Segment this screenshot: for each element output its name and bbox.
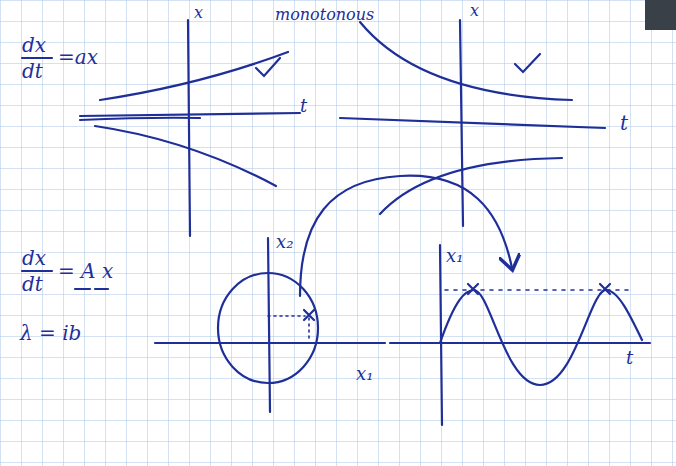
axis-label: t — [300, 96, 307, 116]
axis-label: t — [620, 112, 628, 134]
axis-label: x — [470, 2, 479, 20]
webcam-thumb — [645, 0, 676, 30]
equation-text: = A x — [58, 260, 113, 282]
equation-text: dx — [22, 247, 46, 269]
equation-text: =ax — [58, 46, 98, 68]
axis-label: x₂ — [276, 232, 293, 252]
equation-text: dt — [22, 60, 43, 82]
axis-label: t — [626, 348, 633, 368]
axis-label: x₁ — [356, 364, 373, 384]
ink — [22, 20, 650, 425]
note-text: monotonous — [275, 6, 374, 24]
equation-text: dt — [22, 273, 43, 295]
equation-text: dx — [22, 34, 46, 56]
equation-text: λ = ib — [20, 322, 81, 344]
axis-label: x₁ — [446, 246, 463, 266]
axis-label: x — [194, 4, 203, 22]
